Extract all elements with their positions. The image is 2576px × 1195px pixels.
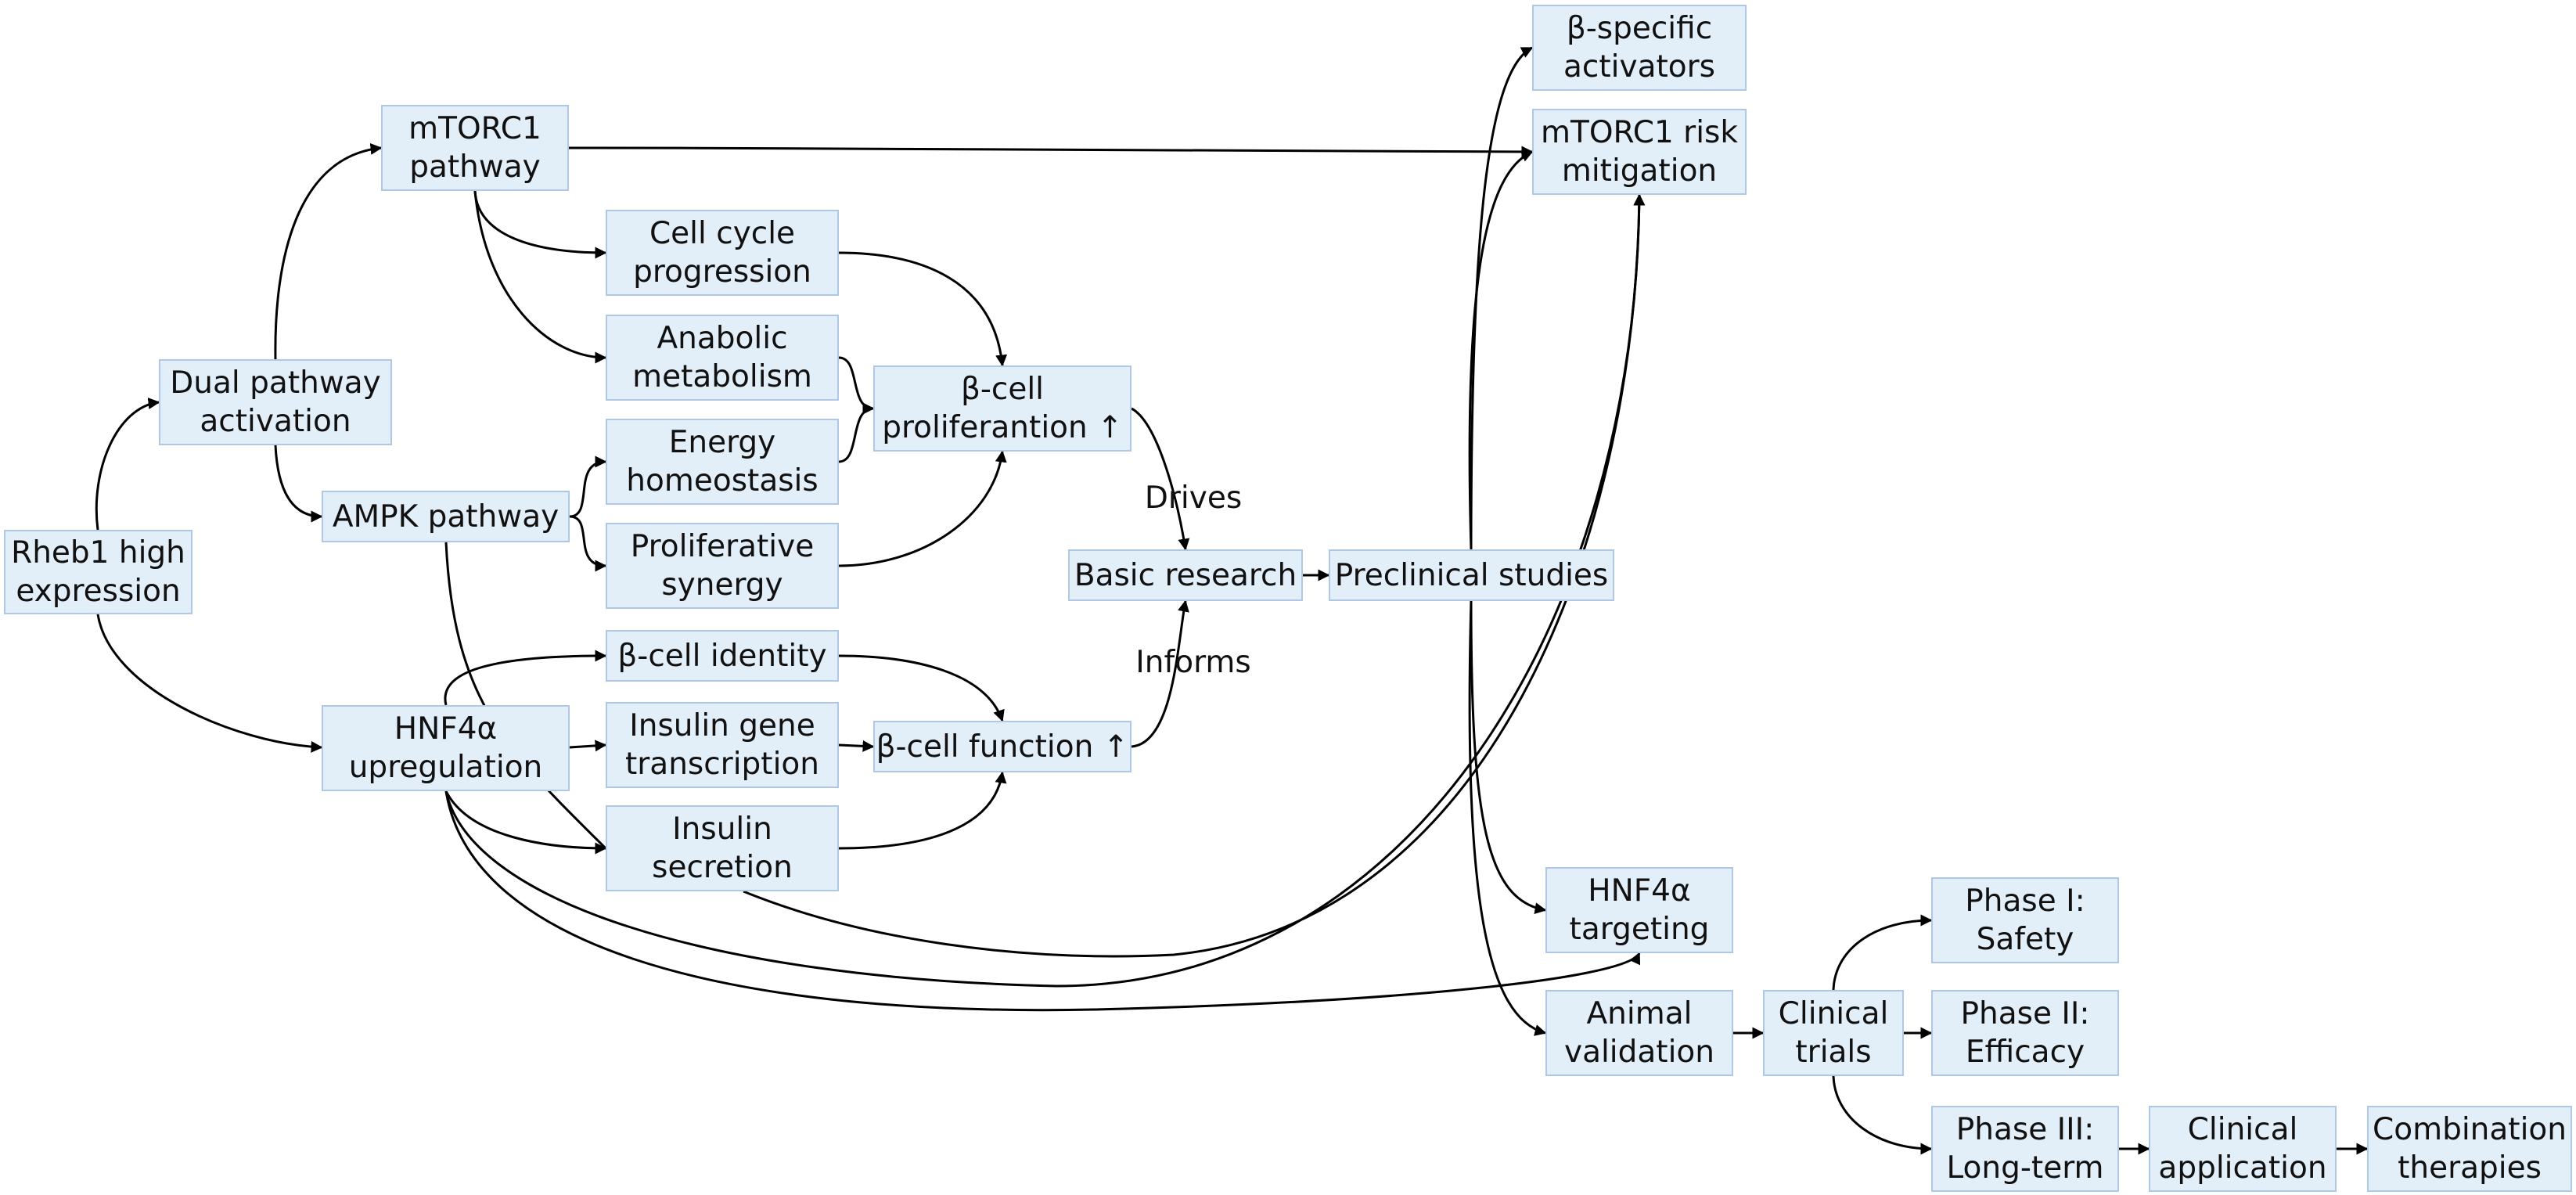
node-beta-cell-proliferation: β-cell proliferantion ↑ <box>873 365 1131 452</box>
node-beta-cell-function: β-cell function ↑ <box>873 721 1131 772</box>
node-phase-3-long-term: Phase III: Long-term <box>1931 1106 2119 1192</box>
node-hnf4a-upregulation: HNF4α upregulation <box>322 705 570 791</box>
edge-insgene-to-bfunc <box>838 740 875 752</box>
edge-mtorc1-to-mrisk <box>568 146 1534 158</box>
edge-cellcycle-to-bprolif <box>838 251 1008 367</box>
edge-bprolif-to-basic <box>1131 407 1190 551</box>
node-mtorc1-pathway: mTORC1 pathway <box>381 105 569 191</box>
node-beta-cell-identity: β-cell identity <box>606 630 839 682</box>
node-insulin-secretion: Insulin secretion <box>606 805 839 891</box>
edge-preclin-to-animal <box>1468 600 1547 1036</box>
edge-mtorc1-to-anabolic <box>473 190 607 364</box>
node-phase-1-safety: Phase I: Safety <box>1931 877 2119 963</box>
node-beta-specific-activators: β-specific activators <box>1532 5 1747 91</box>
edge-dual-to-mtorc1 <box>274 142 383 360</box>
edge-bfunc-to-basic <box>1131 599 1189 748</box>
node-combination-therapies: Combination therapies <box>2367 1106 2572 1192</box>
edge-inssec-to-bfunc <box>838 771 1007 850</box>
node-mtorc1-risk-mitigation: mTORC1 risk mitigation <box>1532 109 1747 195</box>
edge-ampk-to-inssec <box>444 542 607 850</box>
edge-preclin-to-hnf4t <box>1470 600 1547 915</box>
node-animal-validation: Animal validation <box>1545 990 1733 1076</box>
edge-hnf4a-to-inssec <box>444 790 607 855</box>
node-anabolic-metabolism: Anabolic metabolism <box>606 315 839 401</box>
edge-hnf4a-to-insgene <box>569 740 607 752</box>
node-energy-homeostasis: Energy homeostasis <box>606 419 839 505</box>
edge-label-informs: Informs <box>1135 645 1251 680</box>
edge-ampk-to-prolifsyn <box>569 515 607 572</box>
edge-dual-to-ampk <box>274 445 323 523</box>
edge-label-drives: Drives <box>1144 481 1243 516</box>
edge-prolifsyn-to-bprolif <box>838 450 1007 567</box>
node-rheb1-high-expression: Rheb1 high expression <box>4 530 192 614</box>
node-ampk-pathway: AMPK pathway <box>322 491 570 542</box>
edge-hnf4a-to-bidentity <box>444 650 607 706</box>
node-dual-pathway-activation: Dual pathway activation <box>159 359 392 445</box>
node-clinical-trials: Clinical trials <box>1763 990 1904 1076</box>
edge-rheb1-to-dual <box>95 398 160 531</box>
edge-mtorc1-to-cellcycle <box>473 190 607 259</box>
node-insulin-gene-transcription: Insulin gene transcription <box>606 702 839 788</box>
edge-hnf4a-to-hnf4t <box>444 790 1641 1012</box>
node-phase-2-efficacy: Phase II: Efficacy <box>1931 990 2119 1076</box>
edge-hnf4a-to-mrisk <box>444 193 1646 988</box>
edge-anabolic-to-bprolif <box>838 356 875 415</box>
edge-rheb1-to-hnf4a <box>96 614 323 753</box>
edge-preclin-to-bspec <box>1470 46 1534 550</box>
node-preclinical-studies: Preclinical studies <box>1329 549 1614 601</box>
node-clinical-application: Clinical application <box>2149 1106 2337 1192</box>
edge-clinical-to-ph1 <box>1832 914 1933 991</box>
edge-preclin-to-mrisk <box>1468 150 1534 550</box>
node-proliferative-synergy: Proliferative synergy <box>606 523 839 609</box>
edge-ampk-to-energy <box>569 455 607 518</box>
node-hnf4a-targeting: HNF4α targeting <box>1545 867 1733 953</box>
edge-bidentity-to-bfunc <box>838 654 1005 722</box>
node-basic-research: Basic research <box>1068 549 1303 601</box>
edge-energy-to-bprolif <box>838 402 875 463</box>
edge-clinical-to-ph3 <box>1832 1075 1933 1155</box>
node-cell-cycle-progression: Cell cycle progression <box>606 210 839 296</box>
